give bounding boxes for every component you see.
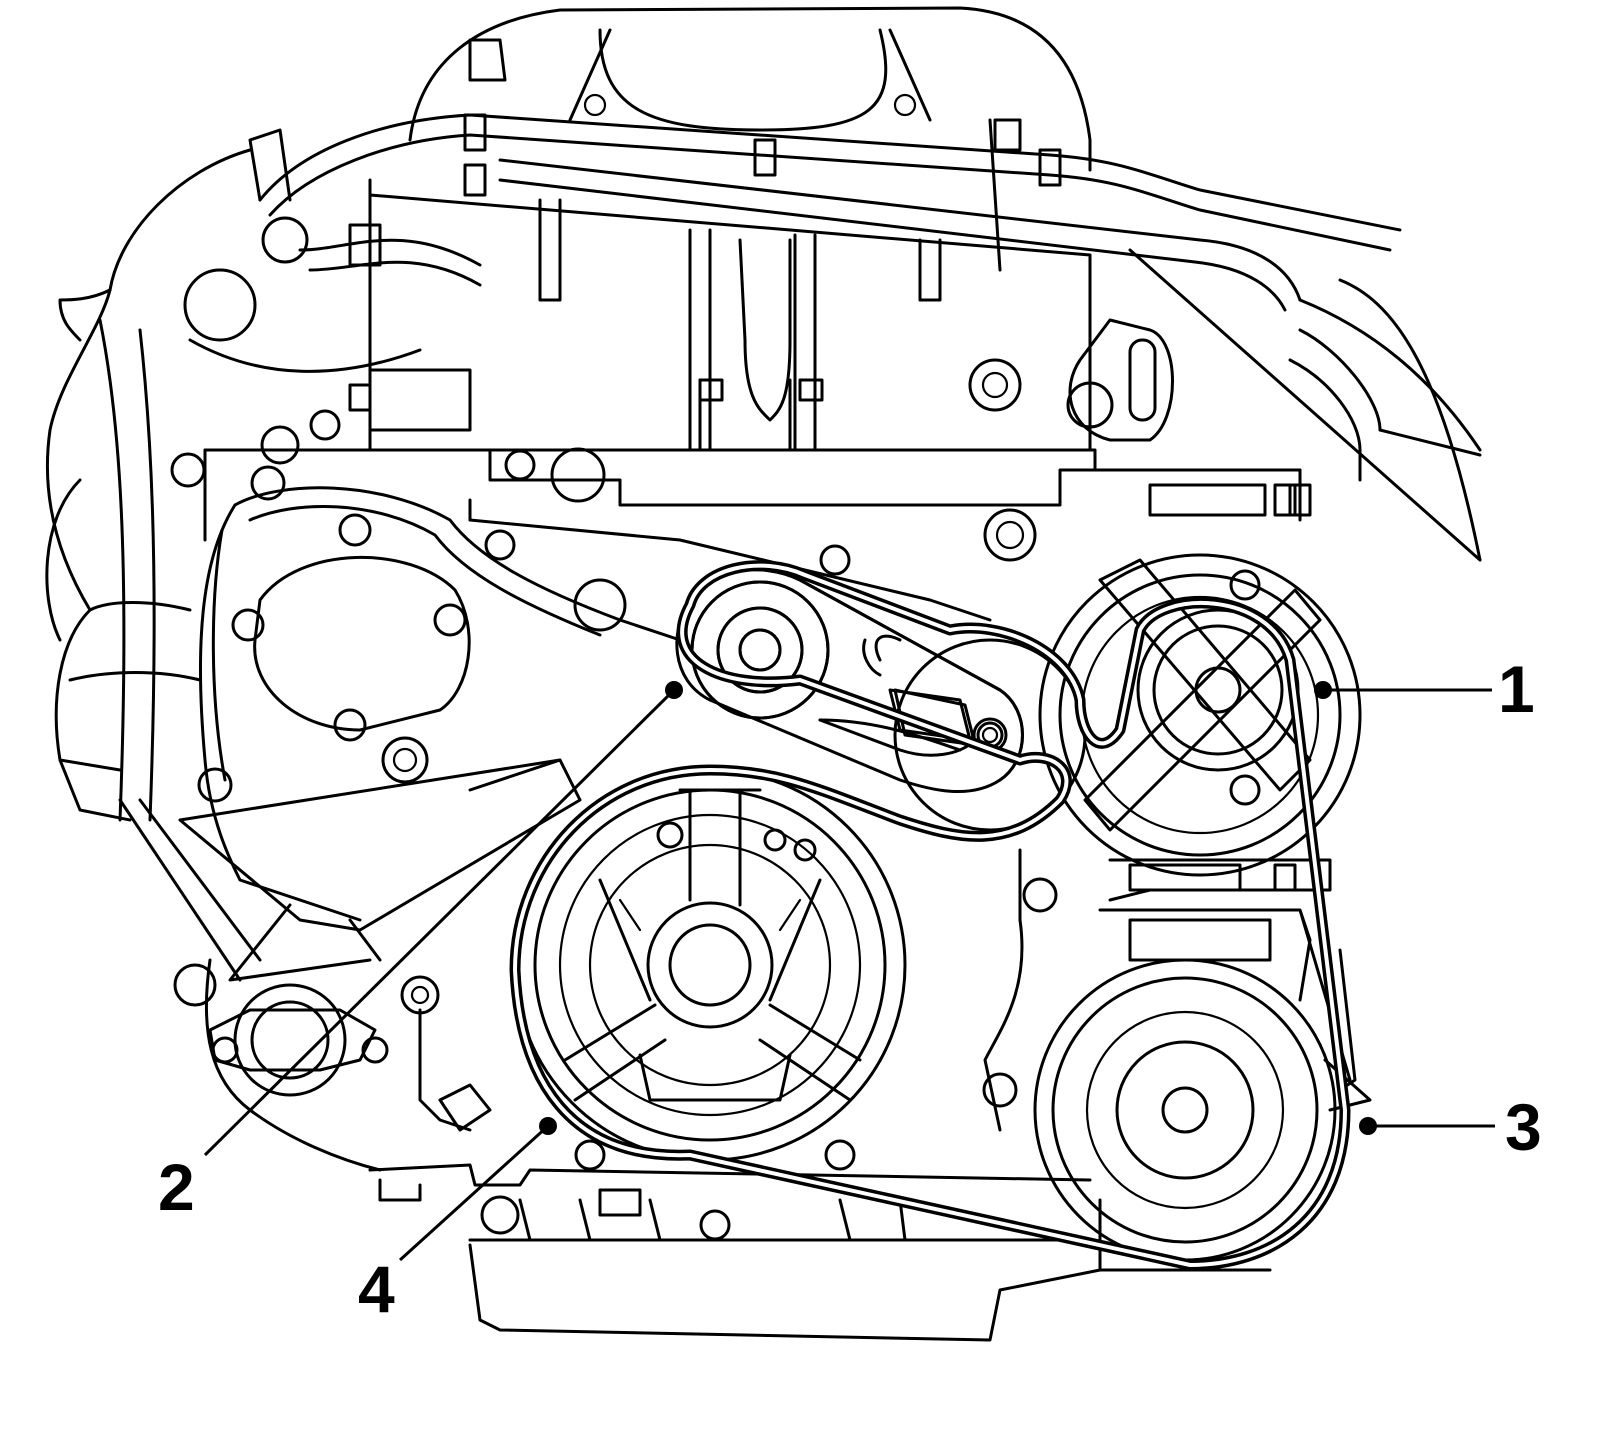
leader-1 bbox=[1314, 681, 1492, 699]
crankshaft-pulley bbox=[513, 768, 907, 1171]
drive-belt bbox=[509, 560, 1351, 1271]
callout-3: 3 bbox=[1505, 1090, 1542, 1164]
callout-1: 1 bbox=[1498, 652, 1535, 726]
ac-compressor-pulley bbox=[1033, 958, 1337, 1262]
callout-4: 4 bbox=[358, 1252, 395, 1326]
callout-2: 2 bbox=[158, 1150, 195, 1224]
callout-leaders bbox=[203, 681, 1495, 1262]
leader-2 bbox=[203, 681, 683, 1157]
callout-labels: 1 2 3 4 bbox=[158, 652, 1542, 1326]
leader-4 bbox=[398, 1117, 557, 1262]
leader-3 bbox=[1359, 1117, 1495, 1135]
